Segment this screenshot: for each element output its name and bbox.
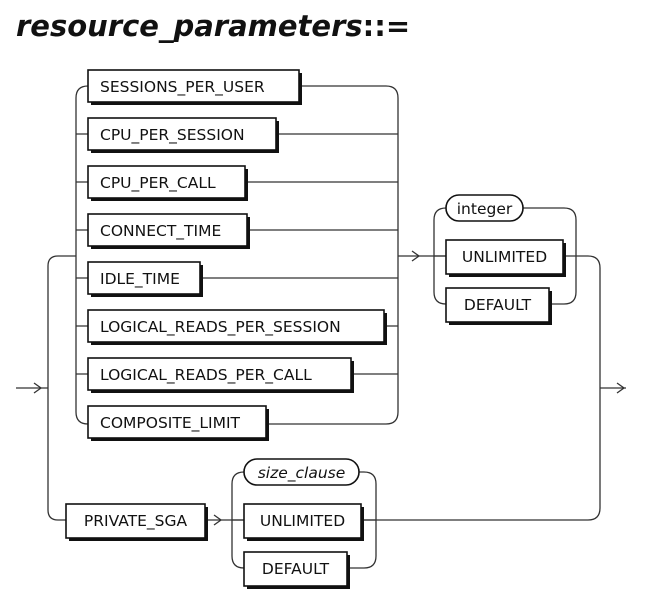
sga-unlimited-label: UNLIMITED [260,512,345,530]
param-option: SESSIONS_PER_USER [87,69,302,105]
rule-name: resource_parameters [16,9,363,43]
integer-label: integer [457,200,513,218]
param-option: LOGICAL_READS_PER_SESSION [87,309,387,345]
param-option-label: COMPOSITE_LIMIT [100,414,241,433]
param-option-label: LOGICAL_READS_PER_CALL [100,366,312,385]
unlimited-option: UNLIMITED [445,239,566,277]
param-option: LOGICAL_READS_PER_CALL [87,357,354,393]
param-option: CPU_PER_CALL [87,165,248,201]
sga-to-value-arrow [213,514,223,526]
main-split-rail [47,255,66,521]
sga-value-left-rail [231,471,245,569]
sga-default-label: DEFAULT [262,560,330,578]
param-option-label: SESSIONS_PER_USER [100,78,265,97]
private-sga-branch: PRIVATE_SGA size_clause UNLIMITED DEFAUL… [65,458,364,589]
param-option-label: CPU_PER_CALL [100,174,216,193]
param-option-label: CONNECT_TIME [100,222,221,241]
unlimited-label: UNLIMITED [462,248,547,266]
rule-operator: ::= [363,9,411,43]
value-left-rail [433,207,447,305]
param-option: IDLE_TIME [87,261,203,297]
size-clause-option: size_clause [243,458,360,486]
param-to-value-arrow [411,250,421,262]
param-option: COMPOSITE_LIMIT [87,405,269,441]
param-left-rail [66,85,89,425]
param-option-label: IDLE_TIME [100,270,180,289]
param-option-label: LOGICAL_READS_PER_SESSION [100,318,341,337]
private-sga-keyword: PRIVATE_SGA [65,503,208,541]
sga-unlimited-option: UNLIMITED [243,503,364,541]
sga-default-option: DEFAULT [243,551,350,589]
sga-value-right-rail [349,471,377,569]
entry-arrow [33,382,43,394]
param-option: CPU_PER_SESSION [87,117,279,153]
size-clause-label: size_clause [258,464,346,483]
param-option-label: CPU_PER_SESSION [100,126,245,145]
default-label: DEFAULT [464,296,532,314]
param-option: CONNECT_TIME [87,213,250,249]
default-option: DEFAULT [445,287,552,325]
private-sga-label: PRIVATE_SGA [84,512,188,531]
rails [16,85,626,569]
exit-arrow [616,382,626,394]
param-right-stubs [202,85,399,425]
param-left-stubs [76,133,88,375]
resource-parameter-choices: SESSIONS_PER_USER CPU_PER_SESSION CPU_PER_… [87,69,387,441]
resource-value-choices: integer UNLIMITED DEFAULT [445,194,566,325]
diagram-title: resource_parameters::= [16,9,410,43]
integer-option: integer [445,194,524,222]
